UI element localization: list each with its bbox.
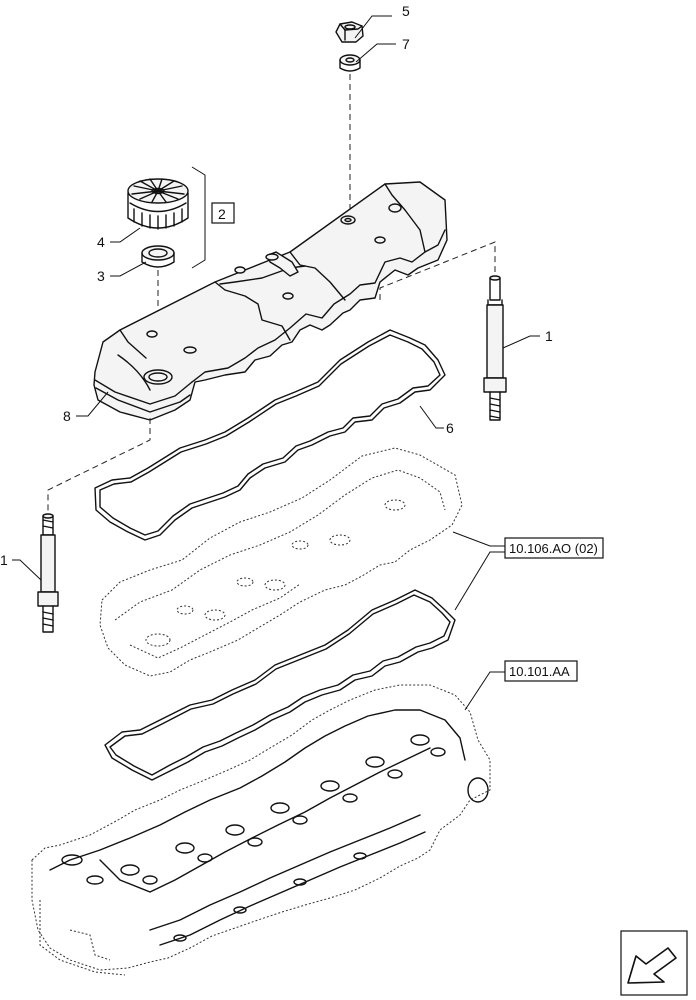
group-bracket-2 <box>191 166 235 269</box>
callout-4: 4 <box>97 234 105 250</box>
part-6-gasket <box>94 329 446 541</box>
part-7-washer <box>339 54 361 72</box>
ref-label-10-106-ao[interactable]: 10.106.AO (02) <box>509 541 598 556</box>
part-3-seal <box>141 245 175 268</box>
callout-2: 2 <box>218 206 226 222</box>
callout-6: 6 <box>446 420 454 436</box>
callout-7: 7 <box>402 36 410 52</box>
callout-labels: 5 7 2 4 3 8 6 1 1 <box>0 3 553 568</box>
part-1-stud-right <box>483 275 507 421</box>
part-4-filler-cap <box>127 178 189 230</box>
callout-3: 3 <box>97 268 105 284</box>
cylinder-head <box>31 684 491 976</box>
ref-box-valve-cover-seal[interactable]: 10.106.AO (02) <box>504 537 604 559</box>
lower-gasket <box>104 589 456 781</box>
callout-5: 5 <box>402 3 410 19</box>
ghost-lower-housing <box>99 447 463 677</box>
part-5-nut <box>335 21 364 43</box>
stud-link-left <box>47 418 151 512</box>
ref-box-cylinder-head[interactable]: 10.101.AA <box>504 660 578 682</box>
leader-lines <box>12 15 540 711</box>
part-8-valve-cover <box>93 181 448 421</box>
callout-1-right: 1 <box>545 328 553 344</box>
callout-1-left: 1 <box>0 552 8 568</box>
next-page-arrow-icon[interactable] <box>620 930 688 996</box>
ref-label-10-101-aa[interactable]: 10.101.AA <box>509 664 570 679</box>
callout-8: 8 <box>63 408 71 424</box>
part-1-stud-left <box>37 513 59 633</box>
stud-link-right <box>379 241 496 300</box>
